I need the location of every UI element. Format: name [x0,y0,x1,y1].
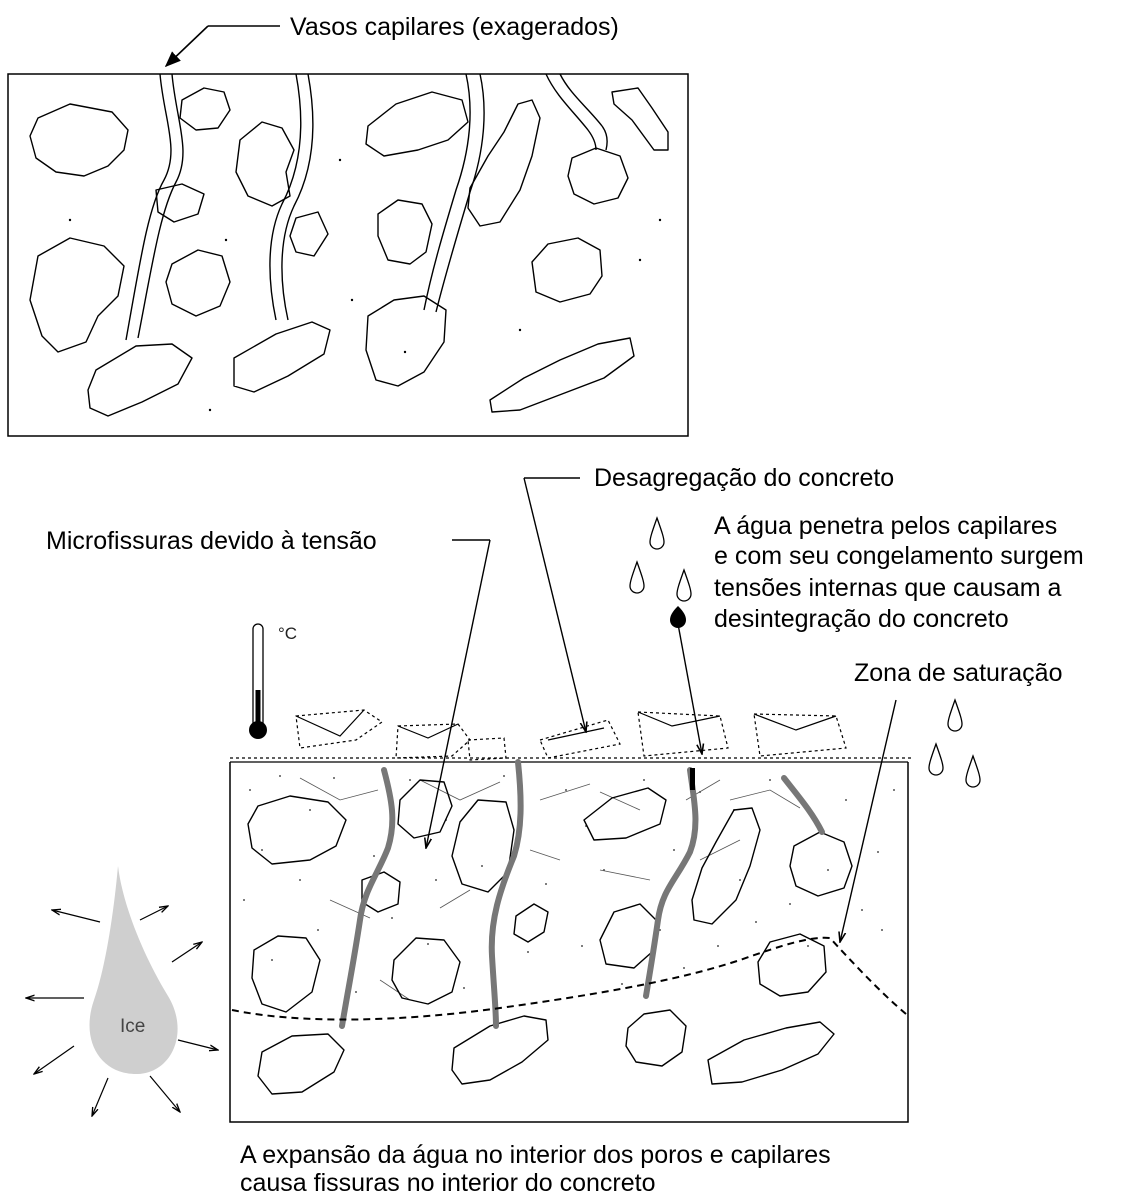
aggregate-stone [584,788,666,840]
aggregate-stone [708,1022,834,1084]
spalled-fragments [296,710,846,760]
capillary-pointer [166,26,280,66]
ice-crystal-icon [90,866,178,1074]
aggregate-stone [532,238,602,302]
aggregate-stone [514,904,548,942]
water-penetrates-line: tensões internas que causam a [714,573,1061,603]
capillary-vessel [126,74,171,340]
expansion-arrow-icon [52,910,100,922]
capillary-vessel [282,74,313,320]
water-drop-icon [966,756,980,787]
disaggregation-label: Desagregação do concreto [594,463,894,493]
stress-crack [784,778,822,832]
saturation-boundary [232,938,906,1020]
expansion-arrow-icon [92,1078,108,1116]
aggregate-stone [568,148,628,204]
water-drop-icon [630,562,644,593]
aggregate-stone [452,1016,548,1084]
stress-crack [646,770,695,996]
water-drop-icon [929,744,943,775]
water-drop-icon [650,518,664,549]
aggregate-stone [290,212,328,256]
aggregate-stone [366,296,446,386]
thermometer-unit-label: °C [278,624,297,644]
aggregate-stone [612,88,668,150]
capillaries-label: Vasos capilares (exagerados) [290,12,619,42]
bottom-concrete-panel [230,710,912,1122]
water-penetrates-line: desintegração do concreto [714,604,1009,634]
micro-cracks [300,778,800,1000]
ice-label: Ice [120,1016,145,1038]
aggregate-stone [30,238,124,352]
aggregate-stone [490,338,634,412]
capillary-vessel [436,74,484,312]
aggregate-stone [30,104,128,176]
ice-expansion [26,866,218,1116]
pore-dots-top [69,159,661,411]
microcracks-label: Microfissuras devido à tensão [46,526,377,556]
aggregate-stone [88,344,192,416]
saturation-stipple [243,775,895,993]
expansion-arrow-icon [172,942,202,962]
aggregate-stones-bottom [248,780,852,1094]
expansion-caption-line: A expansão da água no interior dos poros… [240,1140,831,1170]
aggregate-stone [180,88,230,130]
saturation-zone-label: Zona de saturação [854,658,1062,688]
aggregate-stone [166,250,230,316]
capillary-vessel [424,74,470,310]
thermometer-icon [249,624,267,739]
water-penetrates-line: A água penetra pelos capilares [714,511,1057,541]
aggregate-stone [790,832,852,896]
aggregate-stone [252,936,320,1012]
capillary-vessel [138,74,183,338]
water-drop-icon [948,700,962,731]
water-penetrates-line: e com seu congelamento surgem [714,541,1084,571]
aggregate-stone [600,904,656,968]
top-concrete-panel [8,74,688,436]
expansion-arrow-icon [178,1040,218,1050]
aggregate-stone [248,796,346,864]
aggregate-stone [236,122,294,206]
aggregate-stone [626,1010,686,1066]
filled-water-drop-icon [670,606,686,628]
aggregate-stone [258,1034,344,1094]
aggregate-stone [366,92,468,156]
stress-cracks [342,762,822,1026]
aggregate-stone [378,200,432,264]
aggregate-stone [234,322,330,392]
bottom-panel-border [230,762,908,1122]
aggregate-stone [392,938,460,1004]
stress-crack [342,770,392,1026]
capillary-vessel [560,74,607,150]
capillary-vessel [270,74,301,320]
expansion-arrow-icon [140,906,168,920]
capillary-vessel [546,74,596,150]
expansion-caption-line: causa fissuras no interior do concreto [240,1168,656,1198]
aggregate-stone [398,780,452,838]
aggregate-stones-top [30,88,668,416]
capillary-vessels [126,74,607,340]
expansion-arrow-icon [34,1046,74,1074]
aggregate-stone [692,808,760,924]
expansion-arrow-icon [150,1076,180,1112]
water-drop-icon [677,570,691,601]
